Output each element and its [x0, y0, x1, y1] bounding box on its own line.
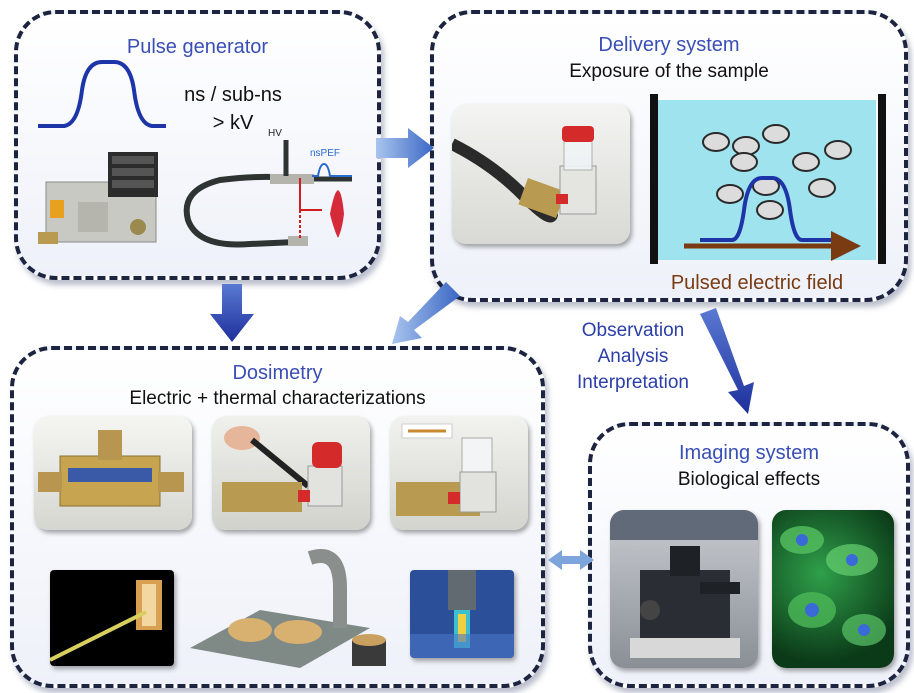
arrow-generator-to-dosimetry	[210, 284, 254, 342]
fluorescence-cells-image	[772, 510, 894, 668]
simulation-field-icon	[410, 570, 514, 658]
probe-measurement-icon	[222, 426, 343, 512]
imaging-system-subtitle: Biological effects	[677, 469, 821, 490]
coax-cable-icon	[183, 173, 297, 248]
microscope-icon	[610, 510, 758, 658]
flow-label-observation: Observation	[581, 320, 685, 341]
coupler-photo	[34, 416, 192, 530]
red-pulse-icon	[318, 190, 344, 238]
cuvette-holder-icon	[452, 126, 597, 223]
arrow-delivery-to-dosimetry	[392, 282, 460, 344]
simulation-field-image	[410, 570, 514, 658]
cells-group	[702, 124, 852, 220]
imaging-system-panel: Imaging system Biological effects	[588, 422, 910, 688]
coupler-icon	[38, 430, 184, 507]
dosimetry-title: Dosimetry	[232, 362, 323, 384]
cuvette-holder-image	[452, 104, 630, 244]
flow-label-analysis: Analysis	[597, 346, 669, 367]
delivery-system-title: Delivery system	[598, 34, 740, 56]
nspef-label: nsPEF	[310, 148, 340, 159]
microscope-photo	[610, 510, 758, 668]
tee-connector-icon	[270, 174, 314, 184]
right-electrode-icon	[878, 94, 886, 264]
pulse-generator-title: Pulse generator	[126, 36, 269, 58]
dosimetry-panel: Dosimetry Electric + thermal characteriz…	[10, 346, 545, 688]
cuvette-probe-photo	[390, 416, 528, 530]
arrow-dosimetry-imaging-bidirectional	[548, 550, 594, 570]
delivery-system-subtitle: Exposure of the sample	[569, 61, 769, 82]
sample-pulse-icon	[700, 176, 842, 242]
simulation-electrode-image	[190, 548, 396, 674]
cuvette-probe-icon	[396, 423, 497, 516]
hv-label: HV	[268, 128, 282, 139]
arrow-delivery-to-imaging	[700, 308, 754, 414]
simulation-electrode-icon	[190, 549, 386, 668]
simulation-cuvette-icon	[50, 580, 162, 662]
pulse-waveform-icon	[38, 60, 166, 128]
simulation-cuvette-image	[50, 570, 174, 666]
generator-device-icon	[38, 152, 158, 244]
probe-measurement-photo	[212, 416, 370, 530]
left-electrode-icon	[650, 94, 658, 264]
pulsed-field-label: Pulsed electric field	[670, 272, 844, 294]
pulse-generator-device-image	[38, 142, 173, 252]
pulse-spec-voltage: > kV	[212, 112, 254, 134]
dosimetry-subtitle: Electric + thermal characterizations	[129, 388, 426, 409]
imaging-system-title: Imaging system	[678, 442, 820, 464]
arrow-generator-to-delivery	[376, 128, 434, 168]
pulse-spec-duration: ns / sub-ns	[184, 84, 282, 106]
flow-label-interpretation: Interpretation	[577, 372, 689, 393]
fluorescence-cells-icon	[780, 526, 886, 646]
